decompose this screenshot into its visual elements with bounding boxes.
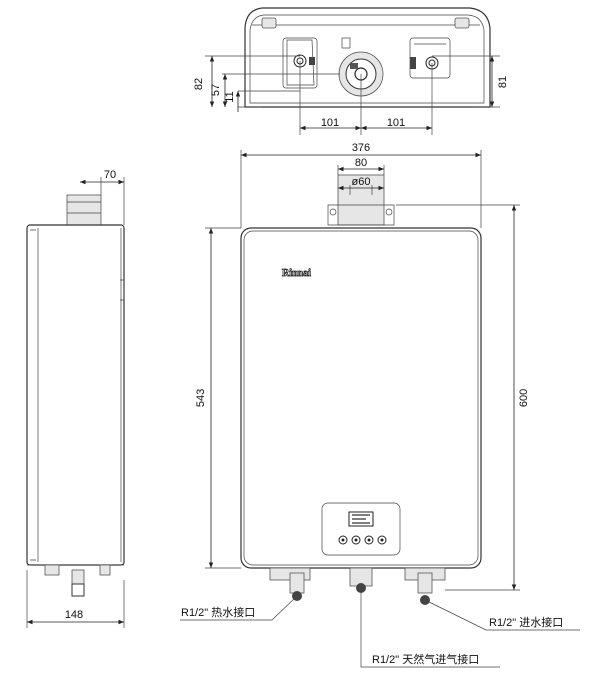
dim-376: 376 (352, 142, 370, 154)
callout-gas: R1/2" 天然气进气接口 (372, 652, 479, 666)
dim-70: 70 (104, 169, 116, 181)
dim-148: 148 (65, 609, 83, 621)
control-panel (321, 502, 401, 556)
top-view: 82 57 11 81 101 101 (193, 7, 509, 135)
front-view: Rinnai 376 (180, 142, 580, 668)
dim-phi60: ø60 (352, 176, 371, 188)
side-view: 70 148 (26, 169, 125, 628)
dim-82: 82 (193, 78, 205, 90)
top-cold-water-fitting (409, 37, 451, 79)
dim-81: 81 (497, 76, 509, 88)
dim-57: 57 (210, 84, 222, 96)
dim-543: 543 (195, 389, 207, 407)
brand-logo: Rinnai (282, 268, 311, 279)
dim-101-right: 101 (387, 117, 405, 129)
callout-cold-water: R1/2" 进水接口 (489, 616, 563, 629)
dim-80: 80 (355, 157, 367, 169)
dim-101-left: 101 (321, 117, 339, 129)
dim-11: 11 (224, 91, 236, 102)
callout-hot-water: R1/2" 热水接口 (181, 606, 255, 619)
dim-600: 600 (518, 389, 530, 407)
